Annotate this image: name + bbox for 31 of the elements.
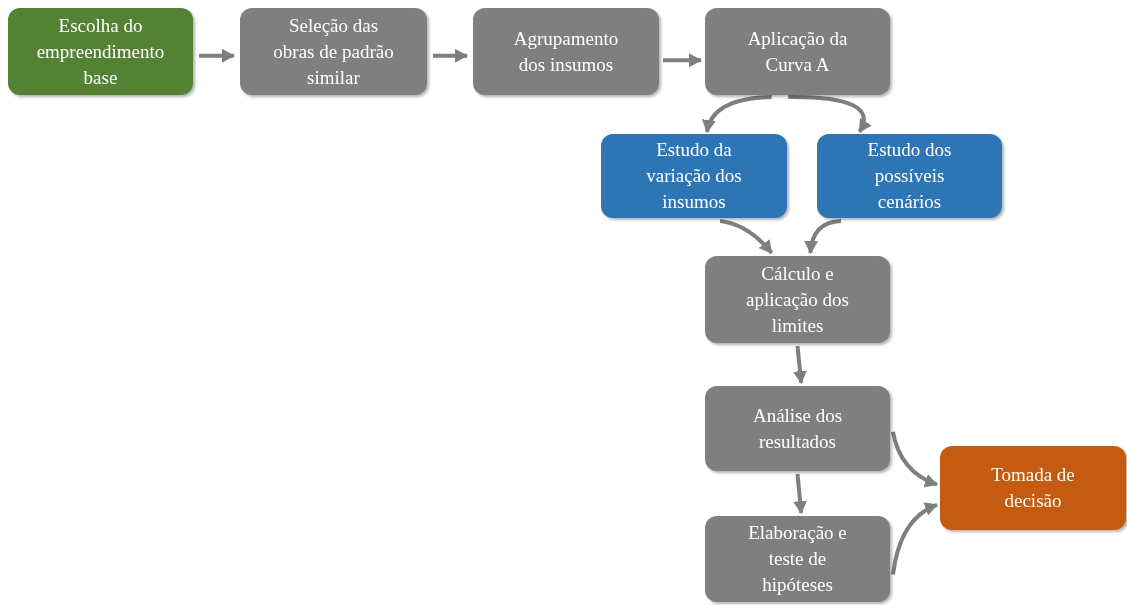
process-box	[705, 516, 890, 602]
arrow	[199, 48, 235, 63]
box-label: Estudo dos possíveis cenários	[866, 138, 953, 214]
process-box	[601, 134, 787, 218]
arrow	[804, 219, 842, 254]
box-label: Análise dos resultados	[751, 403, 844, 454]
box-label: Seleção das obras de padrão similar	[272, 13, 395, 90]
process-box	[817, 134, 1002, 218]
box-label: Aplicação da Curva A	[746, 26, 849, 77]
box-label: Agrupamento dos insumos	[512, 26, 620, 77]
arrow	[663, 53, 702, 68]
process-box	[705, 256, 890, 343]
process-box	[940, 446, 1126, 530]
arrow	[793, 473, 808, 514]
arrow	[702, 95, 772, 133]
box-label: Cálculo e aplicação dos limites	[745, 261, 850, 338]
arrow	[788, 95, 872, 133]
box-label: Elaboração e teste de hipóteses	[747, 521, 848, 597]
arrow	[793, 345, 807, 384]
process-box	[473, 8, 659, 95]
box-label: Escolha do empreendimento base	[36, 13, 165, 90]
arrow	[891, 431, 938, 487]
arrow	[433, 48, 468, 63]
box-label: Tomada de decisão	[990, 463, 1076, 513]
process-box	[8, 8, 193, 95]
process-box	[705, 386, 890, 471]
arrow	[719, 219, 774, 255]
process-box	[240, 8, 427, 95]
process-box	[705, 8, 890, 95]
box-label: Estudo da variação dos insumos	[645, 138, 743, 214]
arrow	[891, 502, 938, 575]
